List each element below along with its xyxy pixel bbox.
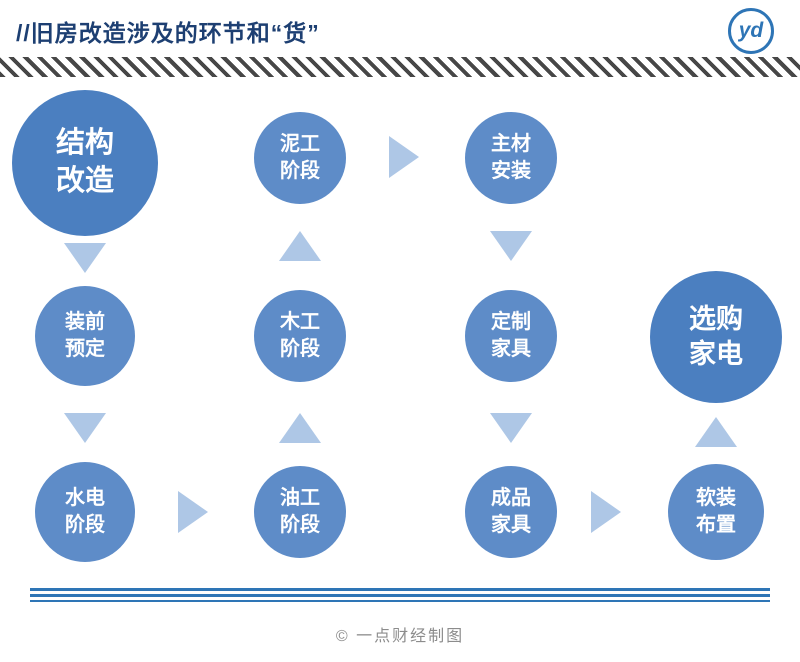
- node-finished-furniture: 成品 家具: [465, 466, 557, 558]
- arrow-up-icon: [279, 413, 321, 443]
- node-label: 定制: [491, 311, 531, 333]
- node-plumbing-electric-stage: 水电 阶段: [35, 462, 135, 562]
- node-pre-install-booking: 装前 预定: [35, 286, 135, 386]
- arrow-down-icon: [490, 231, 532, 261]
- arrow-right-icon: [389, 136, 419, 178]
- node-label: 成品: [491, 487, 531, 509]
- logo-monogram: yd: [738, 19, 764, 42]
- node-label: 水电: [65, 487, 105, 509]
- node-label: 结构: [55, 127, 114, 160]
- node-label: 阶段: [280, 514, 320, 536]
- arrow-up-icon: [279, 231, 321, 261]
- arrow-down-icon: [64, 413, 106, 443]
- brand-logo-icon: yd: [728, 8, 774, 54]
- node-label: 家具: [491, 514, 531, 536]
- node-label: 阶段: [280, 338, 320, 360]
- arrow-right-icon: [591, 491, 621, 533]
- node-main-material-install: 主材 安装: [465, 112, 557, 204]
- node-label: 装前: [65, 311, 105, 333]
- node-carpentry-stage: 木工 阶段: [254, 290, 346, 382]
- node-label: 家具: [491, 338, 531, 360]
- node-label: 改造: [55, 165, 114, 197]
- node-label: 预定: [65, 338, 105, 360]
- credit-text: © 一点财经制图: [335, 628, 465, 645]
- arrow-up-icon: [695, 417, 737, 447]
- node-label: 油工: [280, 487, 320, 509]
- node-label: 阶段: [65, 514, 105, 536]
- node-label: 软装: [696, 487, 736, 509]
- node-appliance-shopping: 选购 家电: [650, 271, 782, 403]
- node-label: 木工: [280, 311, 320, 333]
- node-label: 布置: [696, 514, 736, 536]
- diagonal-stripe-divider: [0, 57, 800, 77]
- node-masonry-stage: 泥工 阶段: [254, 112, 346, 204]
- arrow-right-icon: [178, 491, 208, 533]
- node-label: 主材: [491, 133, 531, 155]
- node-painting-stage: 油工 阶段: [254, 466, 346, 558]
- page-title: //旧房改造涉及的环节和“货”: [16, 20, 320, 46]
- node-label: 泥工: [280, 133, 320, 155]
- arrow-down-icon: [490, 413, 532, 443]
- node-label: 阶段: [280, 160, 320, 182]
- node-label: 选购: [689, 303, 743, 334]
- node-structure-renovation: 结构 改造: [12, 90, 158, 236]
- horizontal-stripe-divider: [30, 588, 770, 602]
- node-label: 安装: [491, 160, 531, 182]
- node-soft-furnishing: 软装 布置: [668, 464, 764, 560]
- node-custom-furniture: 定制 家具: [465, 290, 557, 382]
- arrow-down-icon: [64, 243, 106, 273]
- node-label: 家电: [689, 339, 743, 369]
